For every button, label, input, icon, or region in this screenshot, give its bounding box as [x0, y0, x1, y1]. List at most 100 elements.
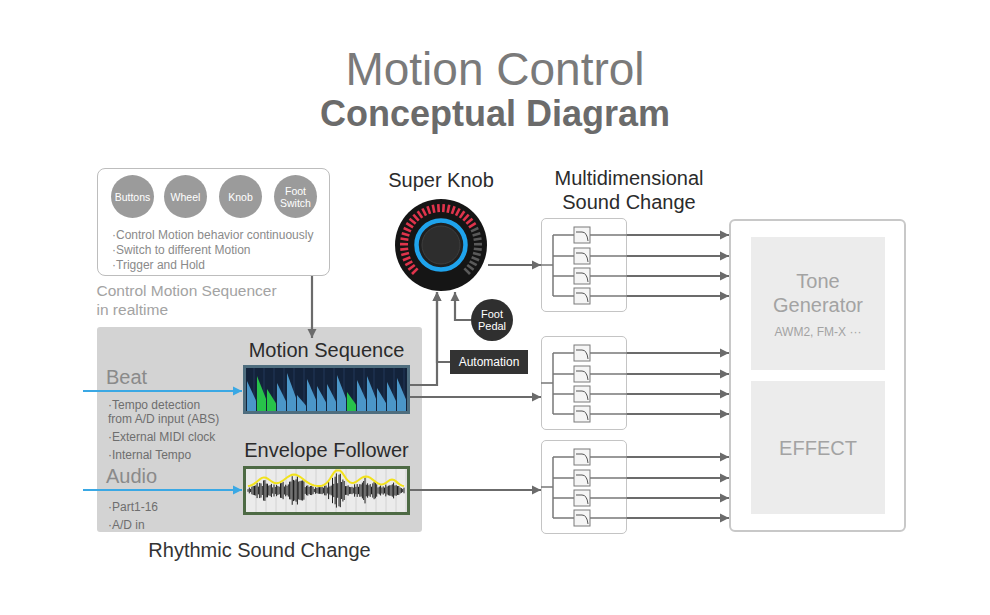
knob-tick — [460, 211, 465, 218]
output-stub — [590, 393, 627, 395]
knob-tick — [442, 204, 445, 212]
envelope-follower: Envelope Follower — [243, 438, 410, 515]
knob-tick — [452, 206, 455, 214]
filter-curve — [576, 253, 588, 262]
sequence-step — [387, 382, 396, 411]
graph-frame — [243, 365, 410, 414]
filter-curve — [576, 515, 588, 524]
output-stub — [590, 295, 627, 297]
bullet-text: ·Switch to different Motion — [112, 243, 251, 258]
text-slot: Conceptual Diagram — [0, 93, 990, 135]
text-slot: ·Trigger and Hold — [112, 255, 205, 273]
bullet-text: ·Control Motion behavior continuously — [112, 228, 313, 243]
knob-tick — [456, 208, 460, 215]
filter-icon — [574, 227, 590, 243]
knob-tick — [427, 206, 430, 214]
sequence-step — [357, 380, 366, 411]
connector — [410, 292, 437, 385]
knob-tick — [412, 268, 418, 274]
connector — [627, 353, 729, 414]
filter-bank — [541, 336, 627, 430]
knob-tick — [474, 239, 482, 240]
knob-tick — [469, 223, 476, 227]
knob-tick — [473, 253, 481, 255]
knob-tick — [473, 233, 481, 235]
grid-line — [406, 469, 407, 512]
sequence-step — [247, 381, 256, 411]
knob-tick — [404, 228, 411, 231]
output-stub — [590, 373, 627, 375]
connector-line — [627, 456, 729, 458]
connector-line — [488, 264, 541, 266]
filter-curve — [576, 391, 588, 400]
connector-line — [627, 497, 729, 499]
filter-icon — [574, 366, 590, 382]
input-stub — [541, 486, 553, 488]
sequence-step — [327, 384, 336, 411]
connector-line — [437, 292, 450, 362]
connector — [410, 490, 541, 491]
connector-line — [410, 292, 437, 385]
sequence-step — [397, 378, 406, 411]
branch-line — [553, 234, 574, 236]
bullet-text: ·Part1-16 — [108, 500, 158, 514]
knob-body — [395, 199, 487, 291]
text-slot: ·A/D in — [108, 515, 226, 533]
connector-line — [627, 255, 729, 257]
connector-line — [627, 352, 729, 354]
connector — [488, 265, 541, 266]
text-slot: Tone Generator — [758, 269, 878, 317]
text-slot: Audio — [106, 464, 157, 488]
connector-line — [627, 393, 729, 395]
diagram-label: Conceptual Diagram — [320, 93, 670, 135]
knob-cap — [422, 226, 460, 264]
knob-tick — [402, 233, 410, 235]
knob-tick — [433, 205, 435, 213]
connector — [455, 292, 471, 320]
filter-icon — [574, 490, 590, 506]
super-knob: Super Knob — [394, 198, 488, 292]
follower-ground — [246, 469, 407, 512]
knob-tick — [418, 211, 423, 218]
knob-tick — [400, 247, 408, 250]
filter-curve — [576, 350, 588, 359]
filter-curve — [576, 371, 588, 380]
connector-line — [627, 373, 729, 375]
sequence-step — [307, 379, 316, 411]
output-stub — [590, 517, 627, 519]
knob-tick — [422, 208, 426, 215]
control-circle: Wheel — [164, 175, 207, 218]
filter-icon — [574, 248, 590, 264]
text-slot: EFFECT — [751, 436, 885, 460]
control-circle: Buttons — [111, 175, 154, 218]
bullet-text: ·Tempo detection from A/D input (ABS) — [108, 398, 226, 426]
filter-icon — [574, 510, 590, 526]
effect-box: EFFECT — [751, 381, 885, 514]
text-slot: ·Part1-16 — [108, 497, 226, 515]
knob-tick — [401, 253, 409, 255]
connector-line — [627, 234, 729, 236]
filter-curve — [576, 273, 588, 282]
filter-curve — [576, 411, 588, 420]
motion-sequence-graph — [246, 368, 407, 411]
sequence-step — [337, 375, 346, 411]
filter-curve — [576, 495, 588, 504]
knob-tick — [410, 219, 416, 224]
connector — [627, 235, 729, 296]
sequence-ground — [246, 368, 407, 411]
envelope-curve — [248, 471, 404, 487]
connector-line — [627, 477, 729, 479]
filter-curve — [576, 454, 588, 463]
text-slot: ·Switch to different Motion — [112, 240, 251, 258]
input-stub — [541, 382, 553, 384]
knob-tick — [474, 247, 482, 250]
control-box: ·Control Motion behavior continuously·Sw… — [97, 168, 330, 276]
bullet-text: ·External MIDI clock — [108, 430, 215, 444]
diagram-title: Motion Control — [345, 42, 644, 96]
motion-sequence: Motion Sequence — [243, 338, 410, 414]
text-slot: Automation — [450, 350, 528, 374]
text-slot: ·External MIDI clock — [108, 427, 226, 445]
envelope-follower-graph — [246, 469, 407, 512]
branch-line — [553, 497, 574, 499]
filter-icon — [574, 449, 590, 465]
